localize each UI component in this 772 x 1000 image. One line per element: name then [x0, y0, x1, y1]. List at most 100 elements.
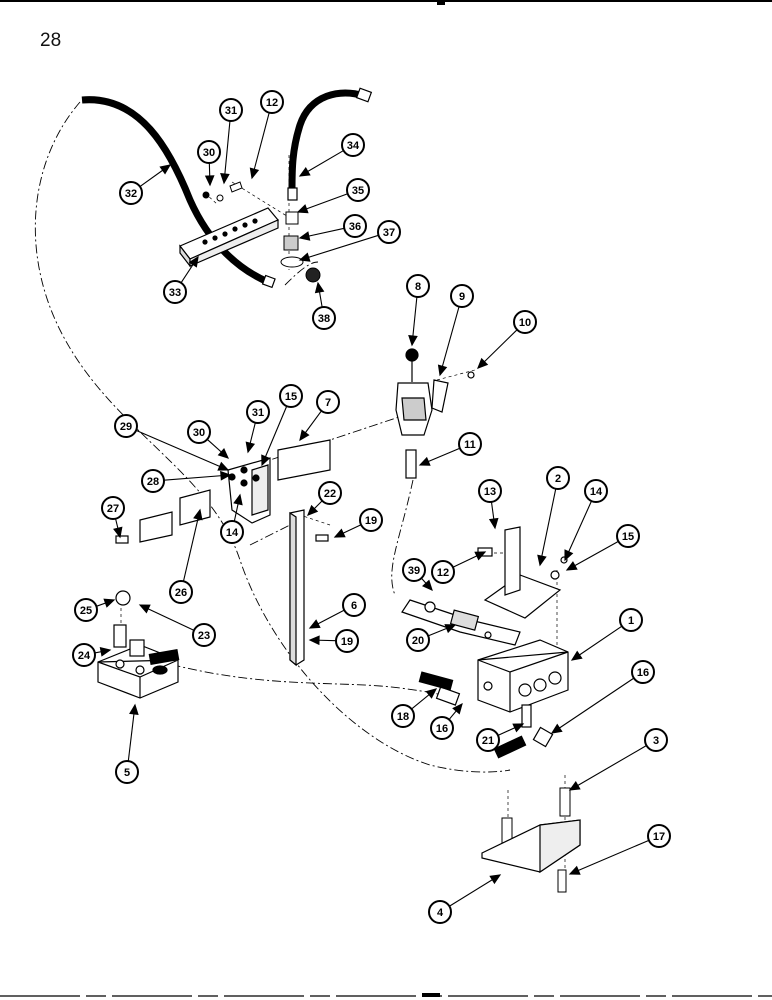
callout-label: 31 — [225, 105, 237, 117]
leader-arrowhead — [307, 504, 319, 516]
leader-line — [261, 405, 288, 466]
leader-lines — [94, 112, 650, 907]
callout-circle — [343, 214, 367, 238]
callout-circle — [260, 90, 284, 114]
mounting-bracket-2 — [477, 526, 568, 619]
callout-label: 35 — [352, 185, 364, 197]
leader-arrowhead — [489, 874, 502, 885]
callout-label: 31 — [252, 407, 264, 419]
callout-circle — [346, 178, 370, 202]
leader-arrowhead — [249, 167, 260, 180]
callout-label: 34 — [347, 140, 360, 152]
callout-circle — [114, 414, 138, 438]
callout-circle — [631, 660, 655, 684]
leader-line — [223, 120, 231, 184]
bottom-edge-mark — [0, 993, 772, 997]
callout-circle — [335, 629, 359, 653]
callout-label: 4 — [437, 907, 444, 919]
callout-circle — [377, 220, 401, 244]
leader-arrowhead — [298, 166, 311, 177]
leader-arrowhead — [512, 723, 525, 733]
callout-circle — [119, 181, 143, 205]
callout-circle — [197, 140, 221, 164]
leader-arrowhead — [204, 175, 215, 187]
leader-arrowhead — [138, 604, 151, 614]
callout-label: 20 — [412, 635, 424, 647]
leader-arrowhead — [550, 723, 563, 734]
callout-label: 3 — [653, 735, 659, 747]
leader-line — [564, 500, 592, 561]
leader-arrowhead — [437, 364, 448, 377]
callout-circle — [359, 508, 383, 532]
leader-line — [135, 429, 229, 471]
callout-label: 36 — [349, 221, 361, 233]
callout-label: 17 — [653, 831, 665, 843]
hose-34 — [287, 87, 373, 201]
callout-label: 16 — [436, 723, 448, 735]
callout-circle — [406, 274, 430, 298]
leader-arrowhead — [261, 454, 271, 467]
callout-circle — [431, 560, 455, 584]
callout-label: 6 — [351, 600, 357, 612]
callout-label: 33 — [169, 287, 181, 299]
callout-label: 28 — [147, 476, 159, 488]
callout-circle — [246, 400, 270, 424]
leader-arrowhead — [570, 650, 583, 661]
callout-circle — [546, 466, 570, 490]
callout-label: 10 — [519, 317, 531, 329]
leader-arrowhead — [299, 429, 310, 442]
callout-circle — [428, 900, 452, 924]
callout-label: 15 — [285, 391, 297, 403]
callout-circle — [476, 728, 500, 752]
callout-circle — [318, 481, 342, 505]
callout-circle — [163, 280, 187, 304]
leader-arrowhead — [444, 624, 457, 634]
leader-arrowhead — [314, 281, 325, 294]
leader-arrowhead — [220, 173, 230, 185]
callout-circle — [312, 306, 336, 330]
callout-circle — [450, 284, 474, 308]
leader-arrowhead — [333, 528, 346, 538]
callout-circle — [619, 608, 643, 632]
callout-label: 2 — [555, 473, 561, 485]
callout-label: 14 — [590, 486, 603, 498]
leader-arrowhead — [159, 164, 172, 175]
leader-arrowhead — [308, 635, 320, 646]
callout-circle — [192, 623, 216, 647]
leader-arrowhead — [488, 517, 499, 530]
hose-32 — [81, 96, 276, 289]
callout-circle — [458, 432, 482, 456]
page-number: 28 — [40, 30, 62, 51]
callout-label: 21 — [482, 735, 494, 747]
leader-arrowhead — [537, 554, 547, 567]
leader-arrowhead — [477, 357, 489, 369]
callout-label: 23 — [198, 630, 210, 642]
callout-circle — [219, 98, 243, 122]
callout-label: 19 — [341, 636, 353, 648]
callout-label: 7 — [325, 397, 331, 409]
callout-label: 30 — [203, 147, 215, 159]
callout-label: 39 — [408, 565, 420, 577]
leader-line — [139, 604, 195, 631]
leader-line — [182, 509, 201, 582]
leader-arrowhead — [298, 252, 311, 262]
leader-arrowhead — [568, 781, 581, 791]
leader-arrowhead — [408, 335, 418, 347]
leader-arrowhead — [193, 508, 203, 521]
callout-circle — [141, 469, 165, 493]
leader-line — [449, 874, 501, 907]
leader-arrowhead — [564, 549, 574, 562]
top-edge-mark — [0, 0, 772, 5]
callout-label: 14 — [226, 527, 239, 539]
leader-arrowhead — [568, 865, 581, 875]
callout-circle — [72, 643, 96, 667]
shield-4 — [481, 819, 581, 874]
leader-arrowhead — [217, 461, 230, 471]
leader-line — [539, 488, 557, 566]
callout-label: 15 — [622, 531, 634, 543]
leader-arrowhead — [565, 561, 578, 571]
callout-label: 29 — [120, 421, 132, 433]
callout-circle — [644, 728, 668, 752]
leader-arrowhead — [129, 703, 139, 716]
